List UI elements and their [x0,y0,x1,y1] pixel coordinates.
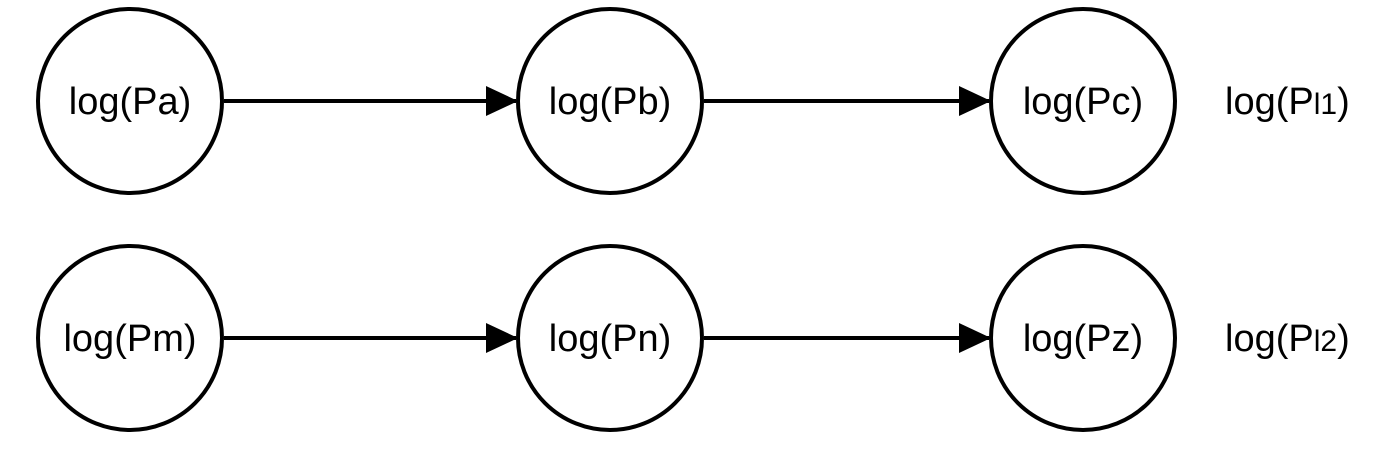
node-circle-log-pz [989,244,1177,432]
node-label-log-pn: log(Pn) [549,318,672,360]
row-label-l1-sub: l1 [1314,88,1337,121]
node-circle-log-pb [516,7,704,195]
node-circle-log-pm [36,244,224,432]
row-label-l2-sub: l2 [1314,325,1337,358]
node-label-log-pm: log(Pm) [63,318,196,360]
row-label-l1-prefix: log(P [1225,81,1314,123]
row-label-l2-suffix: ) [1337,318,1350,360]
node-label-log-pa: log(Pa) [69,81,192,123]
node-circle-log-pa [36,7,224,195]
node-label-log-pb: log(Pb) [549,81,672,123]
node-circle-log-pc [989,7,1177,195]
row-label-l1: log(Pl1) [1225,81,1350,123]
node-circle-log-pn [516,244,704,432]
row-label-l2-prefix: log(P [1225,318,1314,360]
row-label-l2: log(Pl2) [1225,318,1350,360]
node-label-log-pz: log(Pz) [1023,318,1143,360]
node-label-log-pc: log(Pc) [1023,81,1143,123]
row-label-l1-suffix: ) [1337,81,1350,123]
